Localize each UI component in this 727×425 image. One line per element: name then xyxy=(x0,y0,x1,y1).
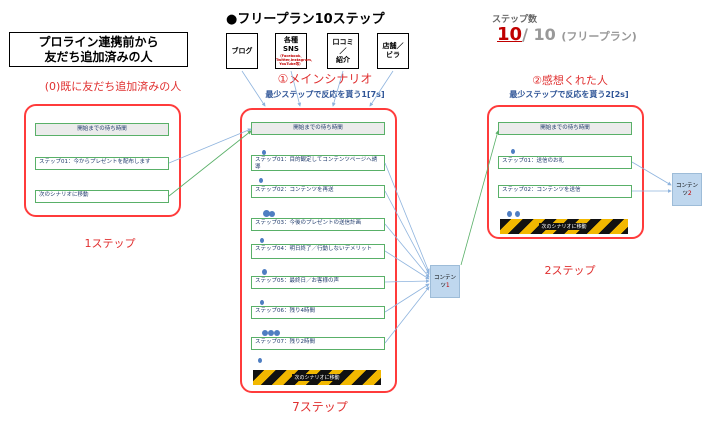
source-referral-label: 口コミ ／ 紹介 xyxy=(332,37,354,64)
group0-caption: 1ステップ xyxy=(84,237,136,250)
arrow-step03-content xyxy=(384,223,430,278)
user-dot-icon xyxy=(262,269,267,275)
source-store[interactable]: 店舗／ ビラ xyxy=(377,33,409,69)
arrow-g2-step01-content xyxy=(631,161,672,186)
content-1-number: 1 xyxy=(445,281,450,289)
arrow-referral xyxy=(331,70,344,107)
step-count-plan: (フリープラン) xyxy=(561,30,637,43)
group1-step-03[interactable]: ステップ03：今後のプレゼントの送信計画 xyxy=(251,218,385,231)
group1-title: ①メインシナリオ xyxy=(277,72,373,86)
arrow-content1-group2 xyxy=(460,130,500,266)
user-dot-icon xyxy=(263,210,270,217)
group0-container xyxy=(24,104,181,217)
content-1[interactable]: コンテン ツ1 xyxy=(430,265,460,298)
arrow-sns xyxy=(290,70,302,107)
source-referral[interactable]: 口コミ ／ 紹介 xyxy=(327,33,359,69)
group1-step-02[interactable]: ステップ02：コンテンツを再送 xyxy=(251,185,385,198)
step-count-label: ステップ数 xyxy=(492,15,538,25)
arrow-group0-step xyxy=(168,128,252,164)
group2-next-scenario[interactable]: 次のシナリオに移動 xyxy=(500,219,628,234)
group1-step-06[interactable]: ステップ06：残り4時間 xyxy=(251,306,385,319)
arrow-group0-move xyxy=(168,130,252,197)
user-dot-icon xyxy=(260,238,264,243)
group1-step-05[interactable]: ステップ05：最終日／お客様の声 xyxy=(251,276,385,289)
group0-step-wait[interactable]: 開始までの待ち時間 xyxy=(35,123,169,136)
arrow-step01-content xyxy=(384,162,430,273)
group1-caption: 7ステップ xyxy=(292,400,348,414)
content-2-number: 2 xyxy=(687,189,692,197)
user-dot-icon xyxy=(507,211,512,217)
user-dot-icon xyxy=(262,150,266,155)
source-sns-sub: （Facebook、Twitter,Instagram、YouTube等） xyxy=(276,54,315,66)
arrow-step06-content xyxy=(384,283,430,313)
note-line-2: 友だち追加済みの人 xyxy=(44,50,153,64)
source-blog-label: ブログ xyxy=(231,46,253,55)
source-store-label: 店舗／ ビラ xyxy=(382,42,404,59)
group1-next-scenario[interactable]: 次のシナリオに移動 xyxy=(253,370,381,385)
arrow-step07-content xyxy=(384,286,430,344)
group1-next-scenario-label: 次のシナリオに移動 xyxy=(292,374,342,381)
user-dot-icon xyxy=(511,149,515,154)
group1-step-01[interactable]: ステップ01：目的観定してコンテンツページへ誘導 xyxy=(251,155,385,171)
user-dot-icon xyxy=(262,330,268,336)
user-dot-icon xyxy=(259,178,263,183)
plan-title: ●フリープラン10ステップ xyxy=(226,12,385,27)
source-blog[interactable]: ブログ xyxy=(226,33,258,69)
source-sns[interactable]: 各種 SNS （Facebook、Twitter,Instagram、YouTu… xyxy=(275,33,315,69)
content-2-label: コンテン ツ xyxy=(675,182,698,197)
arrow-store xyxy=(369,70,394,107)
group2-step-wait[interactable]: 開始までの待ち時間 xyxy=(498,122,632,135)
step-count: 10/ 10 (フリープラン) xyxy=(497,24,637,45)
arrow-blog xyxy=(241,70,266,107)
user-dot-icon xyxy=(269,211,275,217)
step-count-total: / 10 xyxy=(522,25,556,44)
group1-step-07[interactable]: ステップ07：残り2時間 xyxy=(251,337,385,350)
group2-next-scenario-label: 次のシナリオに移動 xyxy=(539,223,589,230)
user-dot-icon xyxy=(258,358,262,363)
group0-step-01[interactable]: ステップ01：今からプレゼントを配布します xyxy=(35,157,169,170)
group1-step-04[interactable]: ステップ04：明日終了／行動しないデメリット xyxy=(251,244,385,259)
user-dot-icon xyxy=(260,300,264,305)
content-1-label: コンテン ツ xyxy=(433,274,456,289)
group2-title: ②感想くれた人 xyxy=(532,74,608,87)
group2-caption: 2ステップ xyxy=(544,264,596,277)
user-dot-icon xyxy=(515,211,520,217)
arrow-step05-content xyxy=(384,279,430,284)
group0-step-move[interactable]: 次のシナリオに移動 xyxy=(35,190,169,203)
user-dot-icon xyxy=(274,330,280,336)
note-line-1: プロライン連携前から xyxy=(38,35,159,49)
step-count-current: 10 xyxy=(497,24,523,45)
group1-container xyxy=(240,108,397,393)
source-sns-label: 各種 SNS xyxy=(283,36,299,53)
group2-subtitle: 最少ステップで反応を貰う2[2s] xyxy=(509,90,629,99)
group1-subtitle: 最少ステップで反応を貰う1[7s] xyxy=(265,90,385,99)
group2-step-01[interactable]: ステップ01：送信のお礼 xyxy=(498,156,632,169)
user-dot-icon xyxy=(268,330,274,336)
group0-title: (0)既に友だち追加済みの人 xyxy=(44,80,182,93)
content-2[interactable]: コンテン ツ2 xyxy=(672,173,702,206)
group2-container xyxy=(487,105,644,239)
arrow-step04-content xyxy=(384,250,430,280)
arrow-step02-content xyxy=(384,190,430,275)
pre-registered-note: プロライン連携前から 友だち追加済みの人 xyxy=(9,32,188,67)
group2-step-02[interactable]: ステップ02：コンテンツを送信 xyxy=(498,185,632,198)
